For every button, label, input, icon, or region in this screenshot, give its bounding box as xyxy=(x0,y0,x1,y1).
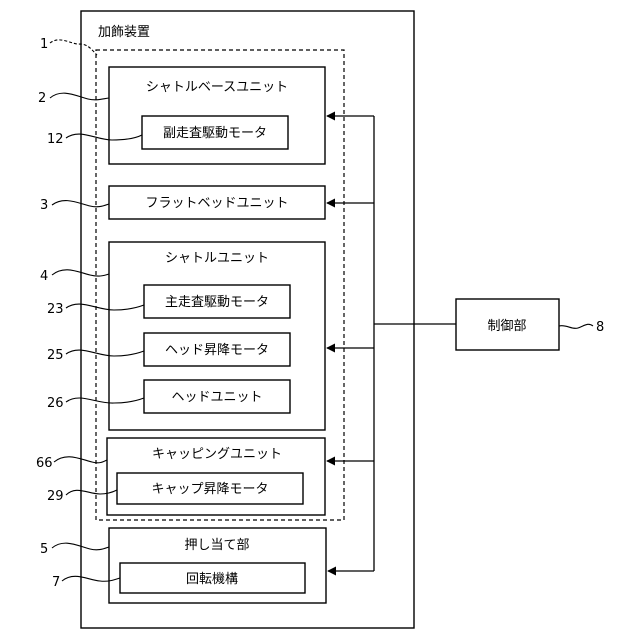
ref-8: 8 xyxy=(596,320,604,335)
ref-66: 66 xyxy=(36,456,53,471)
pressing-unit-label: 押し当て部 xyxy=(184,538,249,553)
ref-26: 26 xyxy=(47,396,64,411)
flatbed-unit-label: フラットベッドユニット xyxy=(145,196,288,211)
main-scan-motor-label: 主走査駆動モータ xyxy=(165,295,269,310)
capping-unit-label: キャッピングユニット xyxy=(152,447,282,462)
rotation-mechanism-label: 回転機構 xyxy=(186,572,238,587)
ref-25: 25 xyxy=(47,348,64,363)
shuttle-base-unit-label: シャトルベースユニット xyxy=(146,80,288,95)
shuttle-unit-label: シャトルユニット xyxy=(165,251,269,266)
controller-label: 制御部 xyxy=(487,319,526,334)
ref-3: 3 xyxy=(40,198,48,213)
ref-2: 2 xyxy=(38,91,46,106)
ref-12: 12 xyxy=(47,132,64,147)
leader-2 xyxy=(50,93,109,100)
ref-1: 1 xyxy=(40,37,48,52)
cap-lift-motor-label: キャップ昇降モータ xyxy=(151,482,268,497)
ref-7: 7 xyxy=(52,575,60,590)
head-lift-motor-label: ヘッド昇降モータ xyxy=(165,343,269,358)
ref-23: 23 xyxy=(47,302,64,317)
ref-4: 4 xyxy=(40,269,48,284)
sub-scan-motor-label: 副走査駆動モータ xyxy=(163,126,267,141)
ref-29: 29 xyxy=(47,489,64,504)
leader-1 xyxy=(50,40,97,55)
head-unit-label: ヘッドユニット xyxy=(171,390,262,405)
ref-5: 5 xyxy=(40,542,48,557)
leader-8 xyxy=(559,324,593,328)
device-title: 加飾装置 xyxy=(98,25,150,40)
